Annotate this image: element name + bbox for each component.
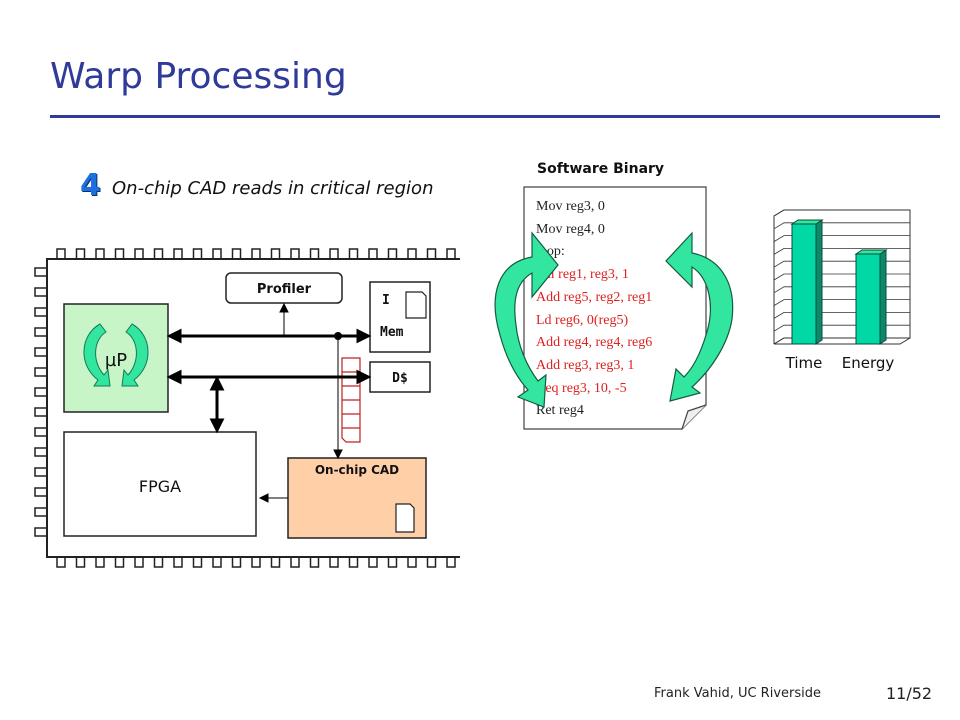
up-loop-left-icon xyxy=(83,323,111,387)
code-line: Add reg3, reg3, 1 xyxy=(536,357,635,373)
code-line: Mov reg3, 0 xyxy=(536,199,605,214)
chart-bar-top xyxy=(854,249,888,255)
chart-bar-side xyxy=(815,219,823,345)
step-number: 4 xyxy=(80,168,101,203)
thin-wires xyxy=(258,302,343,503)
imem-label-1: I xyxy=(382,293,390,308)
loop-arrow-right-icon xyxy=(665,231,734,402)
footer-author: Frank Vahid, UC Riverside xyxy=(654,686,822,701)
up-label: µP xyxy=(105,350,127,371)
code-line: Shl reg1, reg3, 1 xyxy=(536,267,629,283)
dcache-box xyxy=(369,361,431,393)
chart-bar-time xyxy=(791,223,817,345)
imem-page-icon xyxy=(405,291,427,319)
code-line: Add reg5, reg2, reg1 xyxy=(536,289,653,305)
slide-title: Warp Processing xyxy=(50,56,347,97)
page-number: 11/52 xyxy=(886,684,933,703)
buses xyxy=(166,328,372,434)
chart-bar-side xyxy=(879,249,887,345)
imem-label-2: Mem xyxy=(380,325,404,340)
code-line: Mov reg4, 0 xyxy=(536,221,605,237)
chart-gridline xyxy=(773,209,910,217)
profiler-label: Profiler xyxy=(257,282,312,297)
chart-bar-energy xyxy=(855,253,881,345)
chart-gridline xyxy=(773,235,910,242)
fpga-box xyxy=(63,431,257,537)
memory-stack xyxy=(341,357,361,443)
chart-gridline xyxy=(773,248,910,255)
loop-arrows xyxy=(494,231,734,408)
chart-bar-top xyxy=(790,219,824,225)
code-line: Add reg4, reg4, reg6 xyxy=(536,335,653,351)
chart-category-energy: Energy xyxy=(842,354,895,372)
chart-category-time: Time xyxy=(785,354,823,372)
binary-page xyxy=(523,186,707,430)
code-line: Beq reg3, 10, -5 xyxy=(536,380,627,396)
software-binary-heading: Software Binary xyxy=(537,161,665,177)
fpga-label: FPGA xyxy=(139,477,181,496)
up-box xyxy=(63,303,169,413)
cad-label: On-chip CAD xyxy=(315,463,399,477)
loop-arrow-left-icon xyxy=(494,231,559,408)
step-description: On-chip CAD reads in critical region xyxy=(112,178,434,199)
chip-diagram: µP FPGA Profiler I Mem D$ On-chip CAD xyxy=(34,248,460,568)
code-line: Ld reg6, 0(reg5) xyxy=(536,312,629,328)
code-line: Ret reg4 xyxy=(536,403,584,419)
title-underline xyxy=(50,115,940,118)
dcache-label: D$ xyxy=(392,371,408,386)
up-loop-right-icon xyxy=(121,323,149,387)
cad-page-icon xyxy=(395,503,415,533)
time-energy-bar-chart: Time Energy xyxy=(773,209,911,372)
chart-gridline xyxy=(773,222,910,230)
